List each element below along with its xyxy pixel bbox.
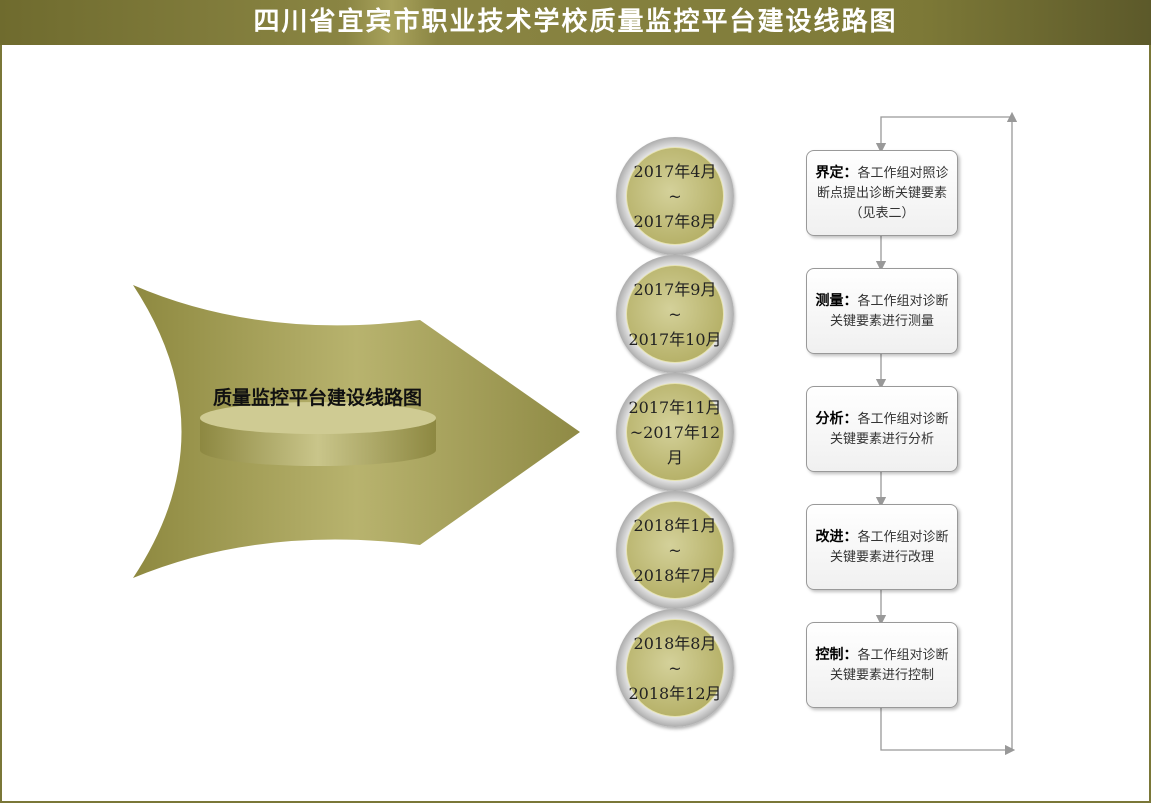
step-box-define: 界定：各工作组对照诊断点提出诊断关键要素（见表二） — [806, 150, 958, 236]
step-desc: 各工作组对诊断关键要素进行控制 — [829, 647, 949, 683]
step-separator: ： — [843, 528, 858, 545]
period-text: 2018年8月~ 2018年12月 — [626, 619, 724, 717]
step-title: 界定 — [815, 164, 844, 181]
step-title: 控制 — [815, 646, 844, 663]
step-desc: 各工作组对诊断关键要素进行测量 — [829, 293, 949, 329]
period-circle: 2017年9月~ 2017年10月 — [616, 255, 734, 373]
cylinder-platform — [200, 402, 436, 466]
step-title: 分析 — [815, 410, 844, 427]
flow-connectors — [875, 111, 1018, 756]
center-label: 质量监控平台建设线路图 — [212, 387, 422, 409]
step-desc: 各工作组对诊断关键要素进行改理 — [829, 529, 949, 565]
step-separator: ： — [843, 292, 858, 309]
period-text: 2018年1月~ 2018年7月 — [626, 501, 724, 599]
step-title: 测量 — [815, 292, 844, 309]
period-circle: 2017年11月 ~2017年12 月 — [616, 373, 734, 491]
period-text: 2017年11月 ~2017年12 月 — [626, 383, 724, 481]
page-title: 四川省宜宾市职业技术学校质量监控平台建设线路图 — [0, 0, 1151, 45]
period-circle: 2018年8月~ 2018年12月 — [616, 609, 734, 727]
step-desc: 各工作组对照诊断点提出诊断关键要素（见表二） — [816, 165, 949, 221]
step-box-control: 控制：各工作组对诊断关键要素进行控制 — [806, 622, 958, 708]
period-text: 2017年4月~ 2017年8月 — [626, 147, 724, 245]
step-desc: 各工作组对诊断关键要素进行分析 — [829, 411, 949, 447]
step-separator: ： — [843, 410, 858, 427]
step-box-improve: 改进：各工作组对诊断关键要素进行改理 — [806, 504, 958, 590]
step-box-analyze: 分析：各工作组对诊断关键要素进行分析 — [806, 386, 958, 472]
period-circle: 2018年1月~ 2018年7月 — [616, 491, 734, 609]
step-separator: ： — [843, 646, 858, 663]
period-circle: 2017年4月~ 2017年8月 — [616, 137, 734, 255]
step-title: 改进 — [815, 528, 844, 545]
step-box-measure: 测量：各工作组对诊断关键要素进行测量 — [806, 268, 958, 354]
step-separator: ： — [843, 164, 858, 181]
period-text: 2017年9月~ 2017年10月 — [626, 265, 724, 363]
